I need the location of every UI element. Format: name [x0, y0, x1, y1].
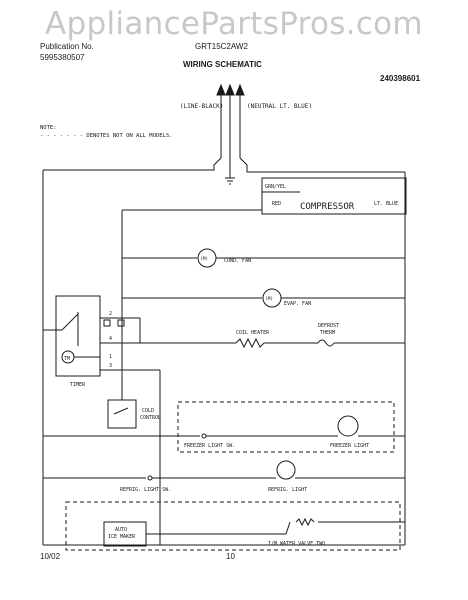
publication-label: Publication No.: [40, 42, 94, 51]
timer-motor-label: TM: [64, 356, 70, 362]
note-label: NOTE:: [40, 125, 57, 131]
terminal-1: 1: [109, 354, 112, 360]
cond-fan-label: COND. FAN: [224, 258, 251, 264]
line-black-label: (LINE-BLACK): [180, 103, 224, 110]
coil-heater-label: COIL HEATER: [236, 330, 270, 336]
page-number: 10: [226, 552, 235, 561]
freezer-light-bulb: [337, 415, 359, 437]
cold-control-label: COLD CONTROL: [140, 408, 161, 421]
ground-symbol: [225, 177, 235, 185]
freezer-light-sw-label: FREEZER LIGHT SW.: [184, 443, 235, 449]
schematic-title: WIRING SCHEMATIC: [183, 60, 262, 69]
terminal-4: 4: [109, 336, 112, 342]
model-number: GRT15C2AW2: [195, 42, 248, 51]
defrost-therm-symbol: [317, 339, 335, 347]
supply-plug: [43, 83, 405, 178]
red-wire-label: RED: [272, 201, 281, 207]
note-legend: - - - - - - - DENOTES NOT ON ALL MODELS.: [40, 133, 173, 139]
refrig-light-label: REFRIG. LIGHT: [268, 487, 307, 493]
freezer-light-label: FREEZER LIGHT: [330, 443, 369, 449]
coil-heater-symbol: [235, 337, 265, 349]
grn-yel-label: GRN/YEL: [265, 184, 286, 190]
auto-ice-maker-label: AUTO ICE MAKER: [108, 527, 136, 540]
freezer-light-switch-symbol: [201, 433, 207, 439]
refrig-light-bulb: [276, 460, 296, 480]
defrost-therm-label: DEFROST THERM: [318, 323, 342, 336]
compressor-label: COMPRESSOR: [300, 202, 355, 212]
refrig-light-switch-symbol: [147, 475, 153, 481]
terminal-3: 3: [109, 363, 112, 369]
refrig-light-sw-label: REFRIG. LIGHT SW.: [120, 487, 171, 493]
timer-label: TIMER: [70, 382, 86, 388]
water-valve-coil: [295, 517, 315, 527]
footer-date: 10/02: [40, 552, 61, 561]
timer-box: [55, 295, 101, 377]
doc-number: 240398601: [380, 74, 421, 83]
terminal-2: 2: [109, 311, 112, 317]
cond-fan-motor-glyph: (M): [200, 256, 208, 262]
evap-fan-label: EVAP. FAN: [284, 301, 311, 307]
watermark: AppliancePartsPros.com: [45, 6, 423, 42]
neutral-label: (NEUTRAL LT. BLUE): [247, 103, 313, 110]
cold-control-box: [107, 399, 137, 429]
publication-number: 5995380507: [40, 53, 85, 62]
lt-blue-label: LT. BLUE: [374, 201, 398, 207]
water-valve-label: I/M WATER VALVE TWO: [268, 541, 325, 547]
ice-maker-optional-box: [65, 501, 401, 551]
freezer-light-optional-box: [177, 401, 395, 453]
evap-fan-motor-glyph: (M): [265, 296, 273, 302]
compressor-box: [261, 177, 407, 215]
